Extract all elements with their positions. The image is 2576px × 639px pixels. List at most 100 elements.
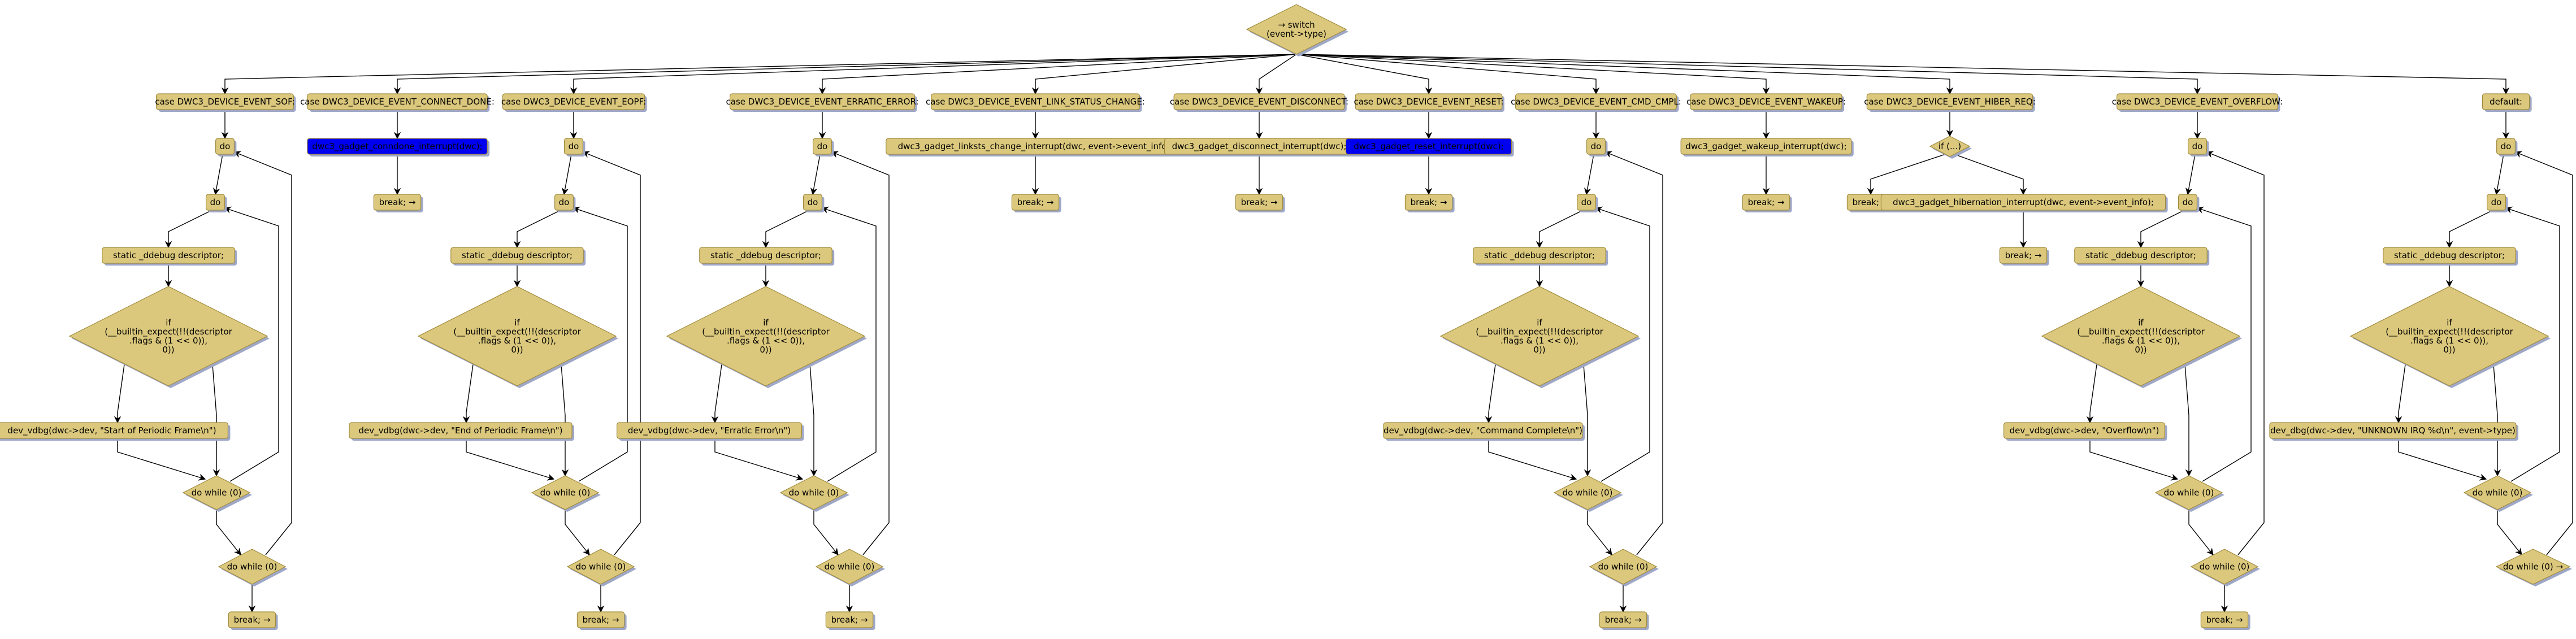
do-node-label: do (808, 197, 818, 207)
do-while-node-label: do while (0) (2473, 488, 2523, 498)
condition-node-label: (__builtin_expect(!!(descriptor (2386, 327, 2513, 337)
edge (1488, 438, 1577, 481)
edge (216, 510, 241, 555)
do-while-node-label: do while (0) (789, 488, 839, 498)
condition-node: if(__builtin_expect(!!(descriptor.flags … (2349, 286, 2551, 388)
do-while-node: do while (0) (2154, 475, 2224, 512)
case-label-node: case DWC3_DEVICE_EVENT_EOPF: (501, 93, 647, 112)
break-node: break; → (2200, 611, 2250, 630)
switch-edge (393, 54, 1297, 95)
debug-call-node-label: dev_vdbg(dwc->dev, "Start of Periodic Fr… (7, 425, 216, 436)
condition-node-label: 0)) (760, 345, 771, 355)
switch-edge (818, 54, 1297, 95)
condition-node-label: 0)) (162, 345, 174, 355)
break-node-label: break; → (1605, 615, 1642, 625)
break-node: break; → (373, 194, 423, 212)
switch-edge (1296, 54, 1770, 95)
do-while-node-label: do while (0) (227, 562, 277, 572)
break-node-label: break; → (1853, 197, 1889, 207)
edge (2185, 154, 2196, 195)
loop-back-edge (2505, 206, 2560, 482)
case-label-node-label: case DWC3_DEVICE_EVENT_WAKEUP: (1686, 97, 1846, 107)
switch-edge (1296, 54, 1600, 95)
do-node-label: do (2501, 141, 2512, 151)
loop-back-edge (582, 151, 641, 555)
call-node: dwc3_gadget_hibernation_interrupt(dwc, e… (1880, 194, 2168, 212)
edge (2445, 210, 2493, 249)
edge (561, 364, 569, 477)
case-label-node-label: case DWC3_DEVICE_EVENT_CONNECT_DONE: (300, 97, 495, 107)
case-label-node: case DWC3_DEVICE_EVENT_OVERFLOW: (2112, 93, 2283, 112)
case-label-node: case DWC3_DEVICE_EVENT_ERRATIC_ERROR: (726, 93, 919, 112)
condition-node-label: .flags & (1 << 0)), (1501, 336, 1578, 346)
do-while-node-label: do while (0) (825, 562, 875, 572)
condition-node-label: .flags & (1 << 0)), (2102, 336, 2180, 346)
call-node: dwc3_gadget_linksts_change_interrupt(dwc… (886, 138, 1187, 157)
debug-call-node: dev_vdbg(dwc->dev, "End of Periodic Fram… (349, 422, 574, 441)
call-node-label: dwc3_gadget_linksts_change_interrupt(dwc… (898, 141, 1173, 152)
descriptor-node: static _ddebug descriptor; (450, 247, 586, 266)
call-node: dwc3_gadget_disconnect_interrupt(dwc); (1164, 138, 1356, 157)
edge (810, 154, 821, 195)
call-node-label: dwc3_gadget_wakeup_interrupt(dwc); (1685, 141, 1846, 152)
switch-edge (1031, 54, 1297, 95)
condition-node: if(__builtin_expect(!!(descriptor.flags … (68, 286, 270, 388)
case-label-node-label: default: (2490, 97, 2522, 107)
break-node: break; → (576, 611, 627, 630)
edge (809, 364, 818, 477)
condition-node-label: if (1537, 318, 1542, 328)
switch-edge (1296, 54, 2201, 95)
edge (2497, 510, 2522, 555)
descriptor-node: static _ddebug descriptor; (2383, 247, 2518, 266)
descriptor-node-label: static _ddebug descriptor; (710, 250, 821, 261)
debug-call-node-label: dev_vdbg(dwc->dev, "Command Complete\n") (1384, 425, 1582, 436)
do-node: do (554, 194, 576, 212)
do-node: do (2188, 138, 2209, 157)
debug-call-node: dev_vdbg(dwc->dev, "Overflow\n") (2003, 422, 2167, 441)
case-label-node-label: case DWC3_DEVICE_EVENT_LINK_STATUS_CHANG… (926, 97, 1145, 107)
debug-call-node-label: dev_vdbg(dwc->dev, "End of Periodic Fram… (358, 425, 562, 436)
switch-edge (1296, 54, 1954, 95)
condition-node-label: .flags & (1 << 0)), (129, 336, 207, 346)
case-label-node: case DWC3_DEVICE_EVENT_LINK_STATUS_CHANG… (926, 93, 1145, 112)
if-node-label: if (...) (1938, 141, 1961, 151)
condition-node-label: 0)) (511, 345, 523, 355)
descriptor-node: static _ddebug descriptor; (1473, 247, 1608, 266)
case-label-node-label: case DWC3_DEVICE_EVENT_OVERFLOW: (2112, 97, 2283, 107)
do-while-node-label: do while (0) (2200, 562, 2250, 572)
break-node-label: break; → (2206, 615, 2243, 625)
edge (1587, 510, 1612, 555)
edge (813, 510, 839, 555)
do-node-label: do (210, 197, 221, 207)
break-node-label: break; → (2005, 250, 2042, 260)
descriptor-node: static _ddebug descriptor; (699, 247, 835, 266)
call-node: dwc3_gadget_reset_interrupt(dwc); (1345, 138, 1514, 157)
do-while-node-label: do while (0) (540, 488, 591, 498)
condition-node-label: .flags & (1 << 0)), (478, 336, 556, 346)
edge (513, 210, 561, 249)
do-node-label: do (220, 141, 231, 151)
do-while-node-label: do while (0) (1563, 488, 1613, 498)
condition-node-label: .flags & (1 << 0)), (2410, 336, 2488, 346)
do-node: do (803, 194, 825, 212)
debug-call-node-label: dev_vdbg(dwc->dev, "Overflow\n") (2010, 425, 2159, 436)
descriptor-node-label: static _ddebug descriptor; (2085, 250, 2196, 261)
edge (561, 154, 572, 195)
break-node: break; → (1011, 194, 1061, 212)
break-node-label: break; → (1748, 197, 1785, 207)
edge (2184, 364, 2193, 477)
edge (164, 210, 213, 249)
condition-node-label: (__builtin_expect(!!(descriptor (1476, 327, 1603, 337)
case-label-node-label: case DWC3_DEVICE_EVENT_HIBER_REQ: (1864, 97, 2036, 107)
case-label-node-label: case DWC3_DEVICE_EVENT_ERRATIC_ERROR: (726, 97, 919, 107)
condition-node-label: if (2447, 318, 2452, 328)
break-node-label: break; → (234, 615, 271, 625)
break-node-label: break; → (379, 197, 416, 207)
do-node: do (1586, 138, 1608, 157)
case-label-node-label: case DWC3_DEVICE_EVENT_DISCONNECT: (1170, 97, 1348, 107)
loop-back-edge (573, 206, 628, 482)
loop-back-edge (1595, 206, 1650, 482)
edge (114, 364, 125, 424)
case-label-node: case DWC3_DEVICE_EVENT_CONNECT_DONE: (300, 93, 495, 112)
